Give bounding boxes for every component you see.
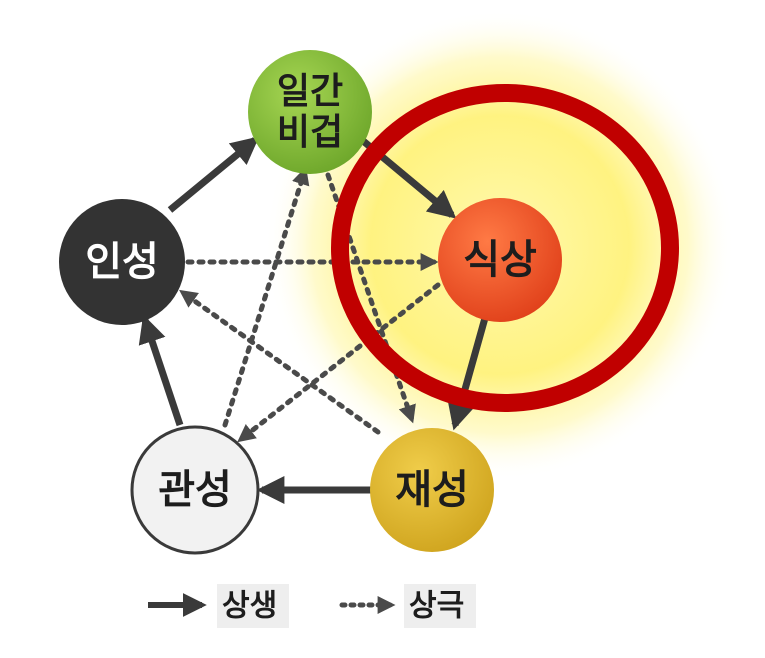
node-inseong: 인성 [59, 199, 185, 325]
legend: 상생 상극 [148, 584, 476, 628]
arrow-siksang-to-jaeseong [447, 317, 489, 431]
controlling-arrows [179, 166, 441, 443]
arrow-inseong-to-ilgan [167, 136, 260, 213]
node-jaeseong: 재성 [370, 428, 494, 552]
node-siksang-circle [438, 198, 562, 322]
legend-controlling-bg [404, 584, 476, 628]
legend-controlling-label: 상극 [409, 589, 464, 624]
node-jaeseong-label: 재성 [395, 467, 469, 513]
node-ilgan-label-1: 일간 [277, 71, 343, 112]
node-ilgan-circle [248, 50, 372, 174]
dotted-gwanseong-to-ilgan [222, 166, 310, 428]
dotted-jaeseong-to-inseong [179, 289, 381, 435]
node-inseong-circle [59, 199, 185, 325]
highlight-ring [331, 84, 679, 412]
node-siksang: 식상 [438, 198, 562, 322]
node-gwanseong-circle [130, 425, 260, 555]
node-siksang-label: 식상 [463, 237, 537, 283]
generating-arrows [138, 136, 489, 504]
arrow-gwanseong-to-inseong [138, 314, 184, 427]
node-ilgan: 일간 비겁 [248, 50, 372, 174]
legend-generating-bg [217, 584, 289, 628]
dotted-siksang-to-gwanseong [237, 282, 441, 443]
node-ilgan-label-2: 비겁 [277, 112, 343, 153]
legend-generating-label: 상생 [222, 589, 277, 624]
node-gwanseong-label: 관성 [158, 467, 232, 513]
node-gwanseong: 관성 [130, 425, 260, 555]
node-inseong-label: 인성 [85, 239, 159, 285]
node-jaeseong-circle [370, 428, 494, 552]
